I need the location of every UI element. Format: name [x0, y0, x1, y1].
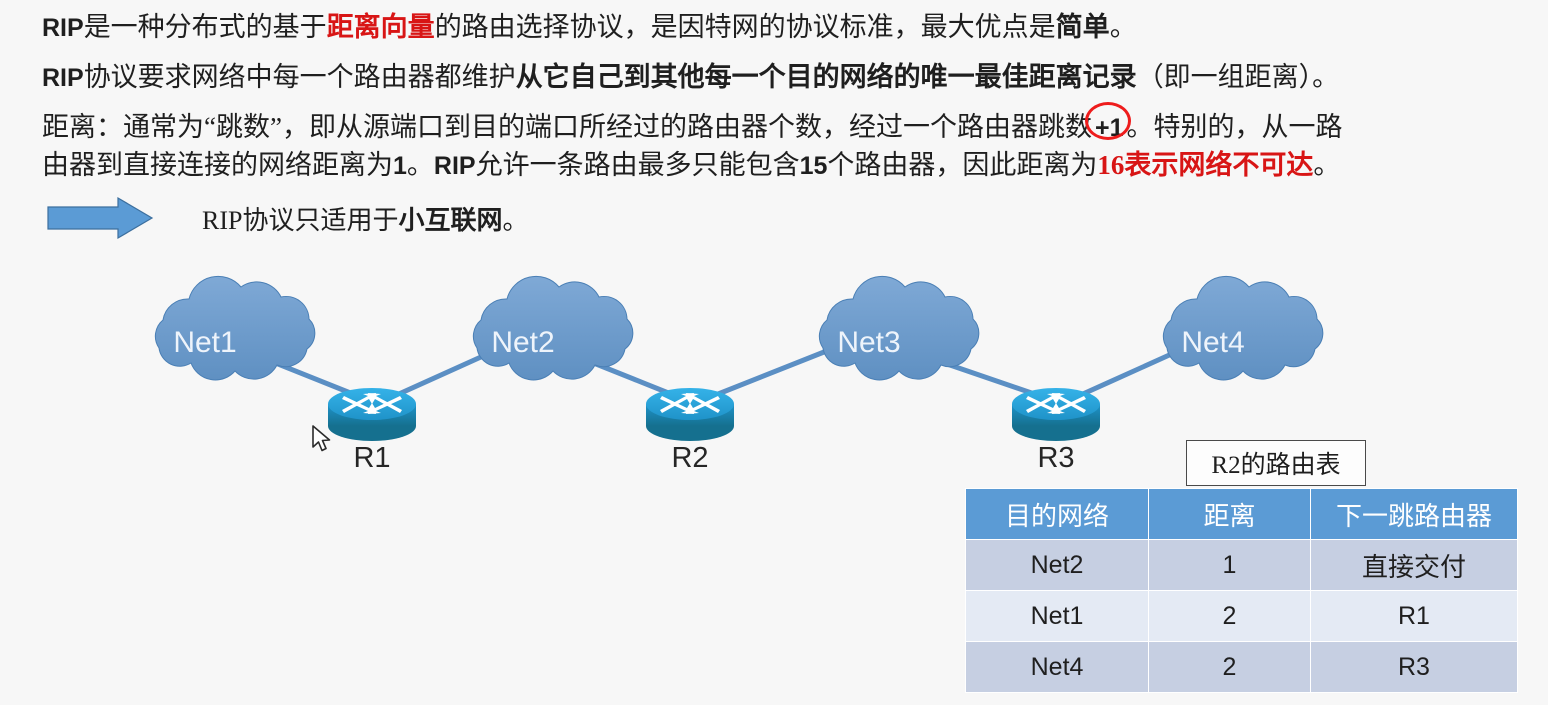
link-r2-net3: [705, 349, 827, 401]
link-r3-net4: [1071, 349, 1179, 401]
router-r3: [1012, 388, 1100, 441]
cell-distance: 1: [1148, 539, 1311, 591]
cell-network: Net4: [964, 641, 1150, 693]
p4-seg2: 。: [406, 150, 434, 180]
cell-distance: 2: [1148, 641, 1311, 693]
p1-seg4: 。: [1109, 12, 1137, 42]
p3-seg2: 。特别的，从一路: [1126, 112, 1343, 142]
cloud-label-net3: Net3: [837, 326, 900, 359]
cell-next-hop: 直接交付: [1309, 539, 1519, 591]
table-header-distance: 距离: [1148, 488, 1311, 540]
table-row: Net4 2 R3: [964, 641, 1519, 693]
cloud-label-net2: Net2: [491, 326, 554, 359]
p4-rip: RIP: [433, 152, 476, 180]
link-r1-net2: [387, 349, 495, 401]
router-r1: [328, 388, 416, 441]
p4-num1: 1: [393, 152, 407, 180]
table-header-row: 目的网络 距离 下一跳路由器: [964, 488, 1519, 540]
p4-num2: 15: [799, 152, 828, 180]
p1-bold-simple: 简单: [1055, 12, 1110, 42]
table-header-destination: 目的网络: [964, 488, 1150, 540]
router-label-r2: R2: [671, 442, 708, 474]
p3-seg1: 距离：通常为“跳数”，即从源端口到目的端口所经过的路由器个数，经过一个路由器跳数: [42, 112, 1092, 142]
router-label-r3: R3: [1037, 442, 1074, 474]
routing-table: 目的网络 距离 下一跳路由器 Net2 1 直接交付 Net1 2 R1 Net…: [964, 488, 1519, 693]
paragraph-3: 距离：通常为“跳数”，即从源端口到目的端口所经过的路由器个数，经过一个路由器跳数…: [42, 102, 1343, 147]
p4-seg5: 。: [1313, 150, 1341, 180]
paragraph-4: 由器到直接连接的网络距离为1。RIP允许一条路由最多只能包含15个路由器，因此距…: [42, 146, 1340, 185]
cell-next-hop: R3: [1309, 641, 1519, 693]
network-topology-diagram: Net1 Net2 Net3 Net4 R1 R2 R3: [0, 260, 1548, 490]
cell-network: Net2: [964, 539, 1150, 591]
mouse-cursor: [312, 425, 334, 460]
p4-red-16-unreachable: 16表示网络不可达: [1097, 150, 1314, 180]
cell-next-hop: R1: [1309, 590, 1519, 642]
p1-highlight-distance-vector: 距离向量: [326, 12, 435, 42]
p1-seg2: 是一种分布式的基于: [83, 12, 327, 42]
cell-distance: 2: [1148, 590, 1311, 642]
p2-seg1: RIP: [42, 64, 84, 92]
callout-bold-small-internet: 小互联网: [398, 205, 503, 235]
p1-seg1: RIP: [42, 14, 84, 42]
p1-seg3: 的路由选择协议，是因特网的协议标准，最大优点是: [434, 12, 1056, 42]
router-label-r1: R1: [353, 442, 390, 474]
paragraph-2: RIP协议要求网络中每一个路由器都维护从它自己到其他每一个目的网络的唯一最佳距离…: [42, 58, 1339, 97]
table-header-next-hop: 下一跳路由器: [1309, 488, 1519, 540]
table-row: Net2 1 直接交付: [964, 539, 1519, 591]
callout-text: RIP协议只适用于小互联网。: [202, 200, 529, 237]
p4-seg3: 允许一条路由最多只能包含: [475, 150, 800, 180]
p2-seg3: （即一组距离）。: [1136, 62, 1340, 92]
table-row: Net1 2 R1: [964, 590, 1519, 642]
callout-tail: 。: [502, 205, 529, 235]
cloud-label-net1: Net1: [173, 326, 236, 359]
p2-bold-best-distance-record: 从它自己到其他每一个目的网络的唯一最佳距离记录: [515, 62, 1137, 92]
paragraph-1: RIP是一种分布式的基于距离向量的路由选择协议，是因特网的协议标准，最大优点是简…: [42, 8, 1137, 47]
cell-network: Net1: [964, 590, 1150, 642]
cloud-label-net4: Net4: [1181, 326, 1244, 359]
callout-row: RIP协议只适用于小互联网。: [46, 196, 529, 240]
callout-lead: RIP协议只适用于: [202, 205, 399, 235]
circled-plus-one: +1: [1084, 102, 1131, 147]
router-r2: [646, 388, 734, 441]
block-arrow-icon: [47, 196, 154, 240]
p4-seg1: 由器到直接连接的网络距离为: [42, 150, 393, 180]
p3-circled-text: +1: [1094, 114, 1124, 142]
routing-table-caption: R2的路由表: [1186, 440, 1366, 486]
p4-seg4: 个路由器，因此距离为: [827, 150, 1098, 180]
p2-seg2: 协议要求网络中每一个路由器都维护: [83, 62, 516, 92]
